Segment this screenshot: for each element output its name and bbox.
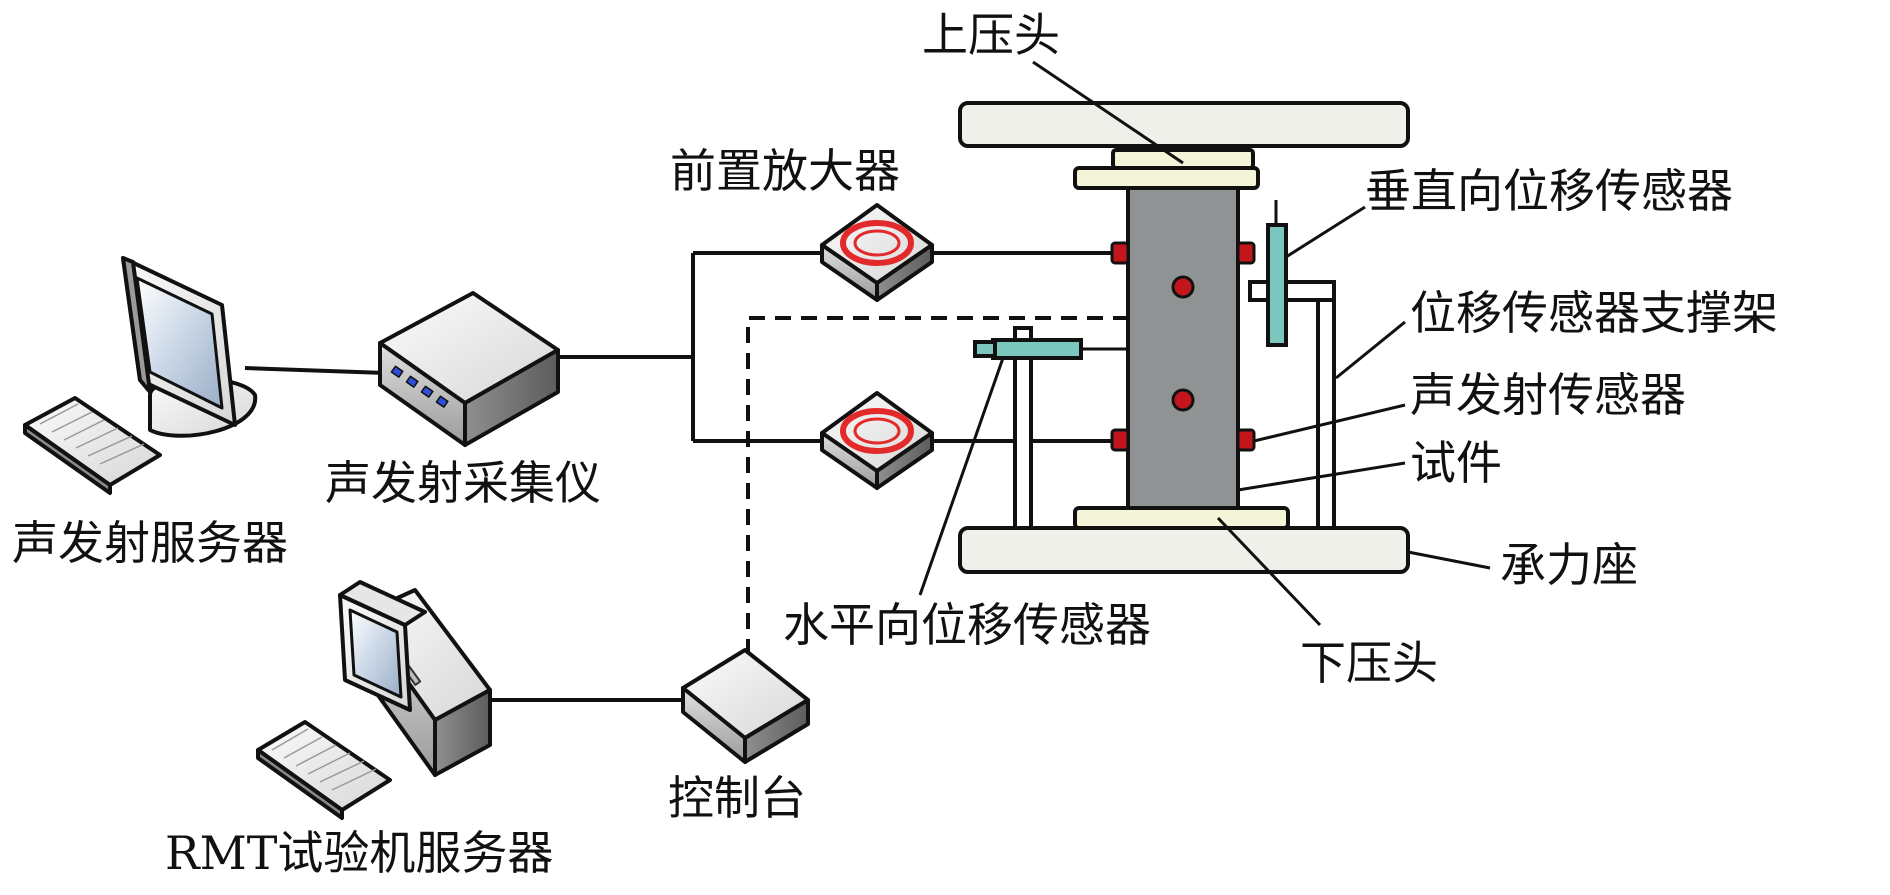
console-side — [743, 698, 810, 764]
wire-server-to-acq — [244, 366, 386, 375]
label-horizontal-displacement-sensor: 水平向位移传感器 — [783, 598, 1151, 652]
label-bearing-seat: 承力座 — [1500, 538, 1638, 592]
ae-sensors — [1110, 241, 1256, 452]
monitor-front — [121, 256, 152, 394]
label-rmt-server: RMT试验机服务器 — [165, 826, 554, 880]
acq-indicator-leds — [390, 365, 449, 408]
upper-head-pad-wide — [1073, 166, 1260, 190]
ae-acquisition-device — [378, 291, 560, 447]
wire-console-to-specimen-dashed — [746, 316, 1128, 655]
leader-specimen — [1237, 461, 1406, 492]
label-ae-sensor: 声发射传感器 — [1410, 368, 1686, 422]
label-preamplifier: 前置放大器 — [670, 144, 900, 198]
leader-ae-sensor — [1253, 403, 1406, 443]
preamp-ring-icon — [840, 408, 914, 454]
rmt-monitor-screen — [348, 608, 403, 699]
horizontal-sensor-post — [1013, 326, 1033, 530]
preamplifier-bottom — [820, 391, 934, 490]
label-specimen: 试件 — [1410, 436, 1502, 490]
rmt-server-computer — [256, 580, 492, 820]
sensor-support-arm — [1248, 280, 1336, 302]
leader-vertical-sensor — [1285, 205, 1366, 259]
monitor-screen — [135, 276, 224, 410]
label-vertical-displacement-sensor: 垂直向位移传感器 — [1365, 164, 1733, 218]
console-device — [681, 648, 810, 764]
upper-head-pad-narrow — [1111, 148, 1255, 170]
leader-bearing-seat — [1407, 550, 1491, 570]
keyboard-edge — [23, 423, 112, 495]
vertical-lvdt-body — [1266, 223, 1288, 347]
acq-side — [463, 348, 560, 447]
ae-sensor-right-top — [1236, 241, 1256, 265]
label-ae-acquisition-instrument: 声发射采集仪 — [325, 456, 601, 510]
label-ae-server: 声发射服务器 — [12, 516, 288, 570]
ae-server-computer — [23, 256, 258, 495]
preamplifier-top — [820, 203, 934, 302]
ae-sensor-front-lower — [1171, 388, 1195, 412]
leader-upper-head — [1032, 60, 1184, 165]
loading-frame — [958, 101, 1410, 574]
horizontal-lvdt-cap — [973, 340, 997, 358]
lower-head-pad — [1073, 506, 1290, 530]
specimen-cylinder — [1126, 186, 1240, 510]
tower-side — [433, 688, 492, 777]
top-plate — [958, 101, 1410, 148]
label-console: 控制台 — [668, 771, 806, 825]
preamp-ring-icon — [840, 220, 914, 266]
leader-lower-head — [1216, 516, 1322, 627]
ae-sensor-front-upper — [1171, 275, 1195, 299]
ae-sensor-left-bottom — [1110, 428, 1130, 452]
label-upper-head: 上压头 — [922, 8, 1060, 62]
bearing-seat-plate — [958, 526, 1410, 574]
label-displacement-sensor-support: 位移传感器支撑架 — [1410, 286, 1778, 340]
leader-sensor-support — [1335, 320, 1406, 380]
wires — [244, 251, 1128, 702]
vertical-sensor-post — [1316, 280, 1336, 530]
ae-sensor-left-top — [1110, 241, 1130, 265]
label-lower-head: 下压头 — [1300, 636, 1438, 690]
horizontal-lvdt-body — [991, 338, 1083, 360]
rmt-keyboard-edge — [256, 748, 344, 820]
rmt-monitor-side — [338, 580, 427, 627]
leader-horizontal-sensor — [918, 357, 1005, 596]
leader-lines — [918, 60, 1491, 627]
ae-sensor-right-bottom — [1236, 428, 1256, 452]
